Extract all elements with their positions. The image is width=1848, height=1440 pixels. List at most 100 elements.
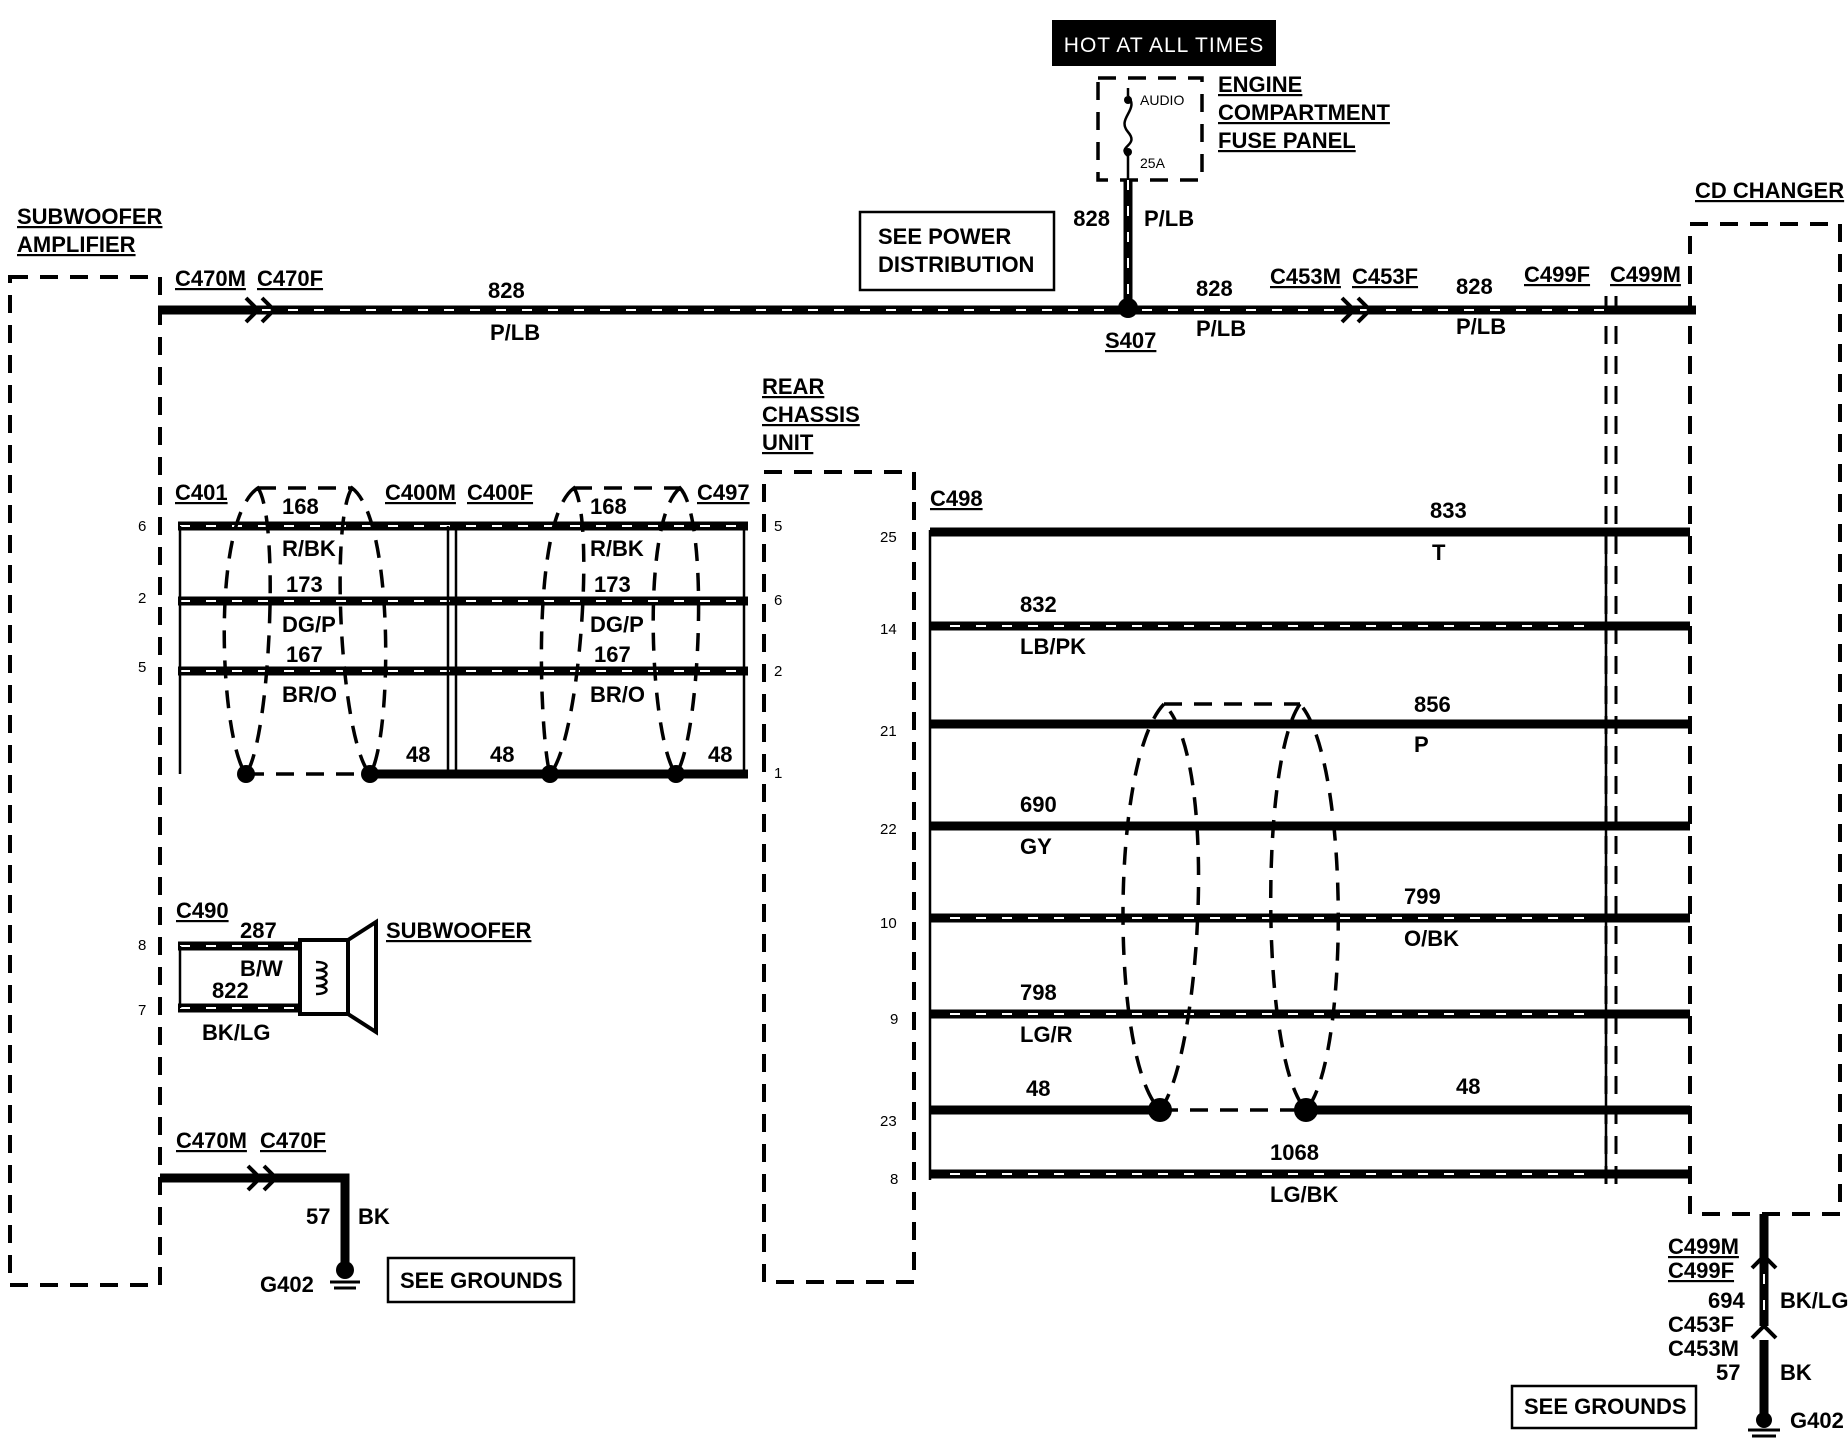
subwoofer-amp-label-1: SUBWOOFER	[17, 204, 163, 229]
svg-text:SEE GROUNDS: SEE GROUNDS	[1524, 1394, 1687, 1419]
c400m-label: C400M	[385, 480, 456, 505]
c499f-top: C499F	[1524, 262, 1590, 287]
splice-s407	[1118, 298, 1138, 318]
svg-text:P: P	[1414, 732, 1429, 757]
svg-text:57: 57	[1716, 1360, 1740, 1385]
feed-color-label: P/LB	[1144, 206, 1194, 231]
power-bus-circuit-1: 828	[488, 278, 525, 303]
left-48-b: 48	[490, 742, 514, 767]
svg-text:C499F: C499F	[1668, 1258, 1734, 1283]
svg-text:LB/PK: LB/PK	[1020, 634, 1086, 659]
amp-pin-5: 5	[138, 659, 146, 676]
fuse-panel-label-3: FUSE PANEL	[1218, 128, 1356, 153]
power-bus-color-3: P/LB	[1456, 314, 1506, 339]
see-grounds-right[interactable]	[1510, 1384, 1698, 1430]
c453m-top: C453M	[1270, 264, 1341, 289]
see-power-line2[interactable]: DISTRIBUTION	[878, 252, 1034, 277]
left-168-b: 168	[590, 494, 627, 519]
left-167-a: 167	[286, 642, 323, 667]
fuse-rating: 25A	[1140, 155, 1166, 171]
c453f-top: C453F	[1352, 264, 1418, 289]
c470m-top: C470M	[175, 266, 246, 291]
left-bro-a: BR/O	[282, 682, 337, 707]
left-48-c: 48	[708, 742, 732, 767]
svg-text:5: 5	[774, 518, 782, 535]
svg-text:287: 287	[240, 918, 277, 943]
see-power-line1[interactable]: SEE POWER	[878, 224, 1011, 249]
see-grounds-left[interactable]	[386, 1256, 576, 1304]
svg-text:BK: BK	[1780, 1360, 1812, 1385]
amp-pin-8: 8	[138, 937, 146, 954]
left-173-b: 173	[594, 572, 631, 597]
svg-text:LG/BK: LG/BK	[1270, 1182, 1339, 1207]
amp-pin-7: 7	[138, 1002, 146, 1019]
svg-text:832: 832	[1020, 592, 1057, 617]
amp-pin-2: 2	[138, 590, 146, 607]
fuse-panel-box	[1096, 76, 1204, 182]
ground-g402-right-icon	[1748, 1412, 1780, 1438]
c490-label: C490	[176, 898, 229, 923]
svg-text:48: 48	[1456, 1074, 1480, 1099]
amp-pin-6: 6	[138, 518, 146, 535]
svg-text:LG/R: LG/R	[1020, 1022, 1073, 1047]
subwoofer-label: SUBWOOFER	[386, 918, 532, 943]
c498-label: C498	[930, 486, 983, 511]
ground-g402-icon	[330, 1261, 360, 1290]
power-bus-color-1: P/LB	[490, 320, 540, 345]
left-dgp-b: DG/P	[590, 612, 644, 637]
subwoofer-amp-label-2: AMPLIFIER	[17, 232, 136, 257]
c401-label: C401	[175, 480, 228, 505]
hot-at-all-times-banner	[1052, 20, 1276, 66]
rcu-label-1: REAR	[762, 374, 824, 399]
svg-text:8: 8	[890, 1171, 898, 1188]
svg-text:GY: GY	[1020, 834, 1052, 859]
left-bro-b: BR/O	[590, 682, 645, 707]
rear-chassis-unit-box	[762, 470, 916, 1284]
subwoofer-speaker-icon	[298, 918, 378, 1036]
power-bus-circuit-2: 828	[1196, 276, 1233, 301]
feed-circuit-label: 828	[1073, 206, 1110, 231]
c497-label: C497	[697, 480, 750, 505]
rcu-label-2: CHASSIS	[762, 402, 860, 427]
svg-text:694: 694	[1708, 1288, 1745, 1313]
splice-label: S407	[1105, 328, 1156, 353]
svg-text:C499M: C499M	[1668, 1234, 1739, 1259]
c470f-top: C470F	[257, 266, 323, 291]
svg-text:23: 23	[880, 1113, 897, 1130]
svg-text:1: 1	[774, 765, 782, 782]
svg-text:C453F: C453F	[1668, 1312, 1734, 1337]
left-48-a: 48	[406, 742, 430, 767]
left-167-b: 167	[594, 642, 631, 667]
svg-text:BK/LG: BK/LG	[1780, 1288, 1848, 1313]
power-bus-color-2: P/LB	[1196, 316, 1246, 341]
svg-text:25: 25	[880, 529, 897, 546]
cd-wire-bundle	[930, 527, 1690, 1179]
cd-changer-label: CD CHANGER	[1695, 178, 1844, 203]
svg-text:48: 48	[1026, 1076, 1050, 1101]
fuse-name: AUDIO	[1140, 92, 1184, 108]
left-168-a: 168	[282, 494, 319, 519]
svg-text:6: 6	[774, 592, 782, 609]
left-173-a: 173	[286, 572, 323, 597]
svg-text:799: 799	[1404, 884, 1441, 909]
svg-text:BK: BK	[358, 1204, 390, 1229]
svg-text:22: 22	[880, 821, 897, 838]
svg-text:833: 833	[1430, 498, 1467, 523]
c400f-label: C400F	[467, 480, 533, 505]
power-bus-circuit-3: 828	[1456, 274, 1493, 299]
svg-text:C453M: C453M	[1668, 1336, 1739, 1361]
svg-text:G402: G402	[1790, 1408, 1844, 1433]
svg-text:BK/LG: BK/LG	[202, 1020, 270, 1045]
see-power-distribution-box[interactable]	[858, 210, 1056, 292]
c499m-top: C499M	[1610, 262, 1681, 287]
hot-at-all-times-label: HOT AT ALL TIMES	[1064, 34, 1264, 57]
left-dgp-a: DG/P	[282, 612, 336, 637]
svg-text:2: 2	[774, 663, 782, 680]
left-rbk-b: R/BK	[590, 536, 644, 561]
cd-changer-box	[1688, 222, 1842, 1216]
svg-text:798: 798	[1020, 980, 1057, 1005]
svg-text:10: 10	[880, 915, 897, 932]
svg-text:21: 21	[880, 723, 897, 740]
svg-text:856: 856	[1414, 692, 1451, 717]
